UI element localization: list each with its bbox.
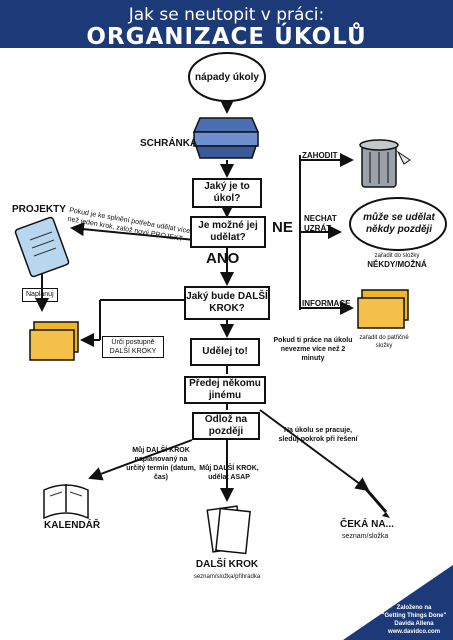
calendar-label: KALENDÁŘ (44, 520, 101, 531)
can-do-box: Je možné jej udělat? (190, 216, 266, 248)
calendar-note: Můj DALŠÍ KROK naplánovaný na určitý ter… (126, 447, 196, 481)
waiting-sub: seznam/složka (342, 533, 389, 540)
clipboard-icon (14, 216, 70, 278)
footer-line4: www.davidco.com (387, 629, 441, 635)
maybe-file-label: NĚKDY/MOŽNÁ (367, 260, 427, 269)
do-it-box: Udělej to! (190, 338, 260, 366)
what-is-it-box: Jaký je to úkol? (192, 178, 262, 208)
header-title: ORGANIZACE ÚKOLŮ (86, 24, 367, 50)
next-actions-sub: seznam/složka/přihrádka (193, 574, 261, 580)
footer-credit: Založeno na "Getting Things Done" Davida… (379, 604, 449, 636)
reference-file-label: zařadit do patřičné složky (359, 335, 409, 349)
header-subtitle: Jak se neutopit v práci: (128, 5, 325, 25)
reference-folder-icon (357, 289, 409, 329)
projects-folder-icon (29, 321, 79, 361)
defer-box: Odlož na později (192, 412, 260, 440)
header-banner: Jak se neutopit v práci: ORGANIZACE ÚKOL… (0, 0, 453, 50)
inbox-tray-icon (192, 117, 260, 159)
footer-line2: "Getting Things Done" (381, 613, 447, 619)
waiting-pencil-icon (358, 481, 390, 518)
footer-corner (343, 565, 453, 640)
trash-label: ZAHODIT (302, 151, 338, 160)
waiting-label: ČEKÁ NA... (340, 519, 394, 530)
footer-line3: Davida Allena (394, 621, 434, 627)
next-actions-label: DALŠÍ KROK (195, 559, 259, 570)
trash-can-icon (359, 139, 411, 188)
ideas-cloud: nápady úkoly (195, 72, 259, 83)
no-label: NE (272, 219, 293, 236)
two-minutes-note: Pokud ti práce na úkolu nevezme více než… (273, 337, 353, 362)
calendar-book-icon (43, 484, 89, 520)
delegate-box: Předej někomu jinému (184, 376, 266, 404)
incubate-label: NECHAT UZRÁT (304, 214, 337, 233)
yes-label: ANO (206, 250, 240, 267)
inbox-label: SCHRÁNKA (140, 138, 198, 149)
footer-line1: Založeno na (396, 605, 432, 611)
define-steps-box: Urči postupně DALŠÍ KROKY (102, 336, 164, 358)
asap-note: Můj DALŠÍ KROK, udělat ASAP (199, 465, 259, 481)
projects-label: PROJEKTY (12, 204, 66, 215)
maybe-file-prefix: zařadit do složky (374, 253, 420, 259)
next-actions-pages-icon (206, 505, 251, 555)
waiting-note: Na úkolu se pracuje, sleduj pokrok při ř… (278, 427, 358, 443)
reference-label: INFORMACE (302, 299, 351, 308)
next-step-box: Jaký bude DALŠÍ KROK? (184, 286, 270, 320)
plan-box: Naplánuj (22, 288, 58, 302)
maybe-cloud: může se udělat někdy později (363, 212, 435, 235)
